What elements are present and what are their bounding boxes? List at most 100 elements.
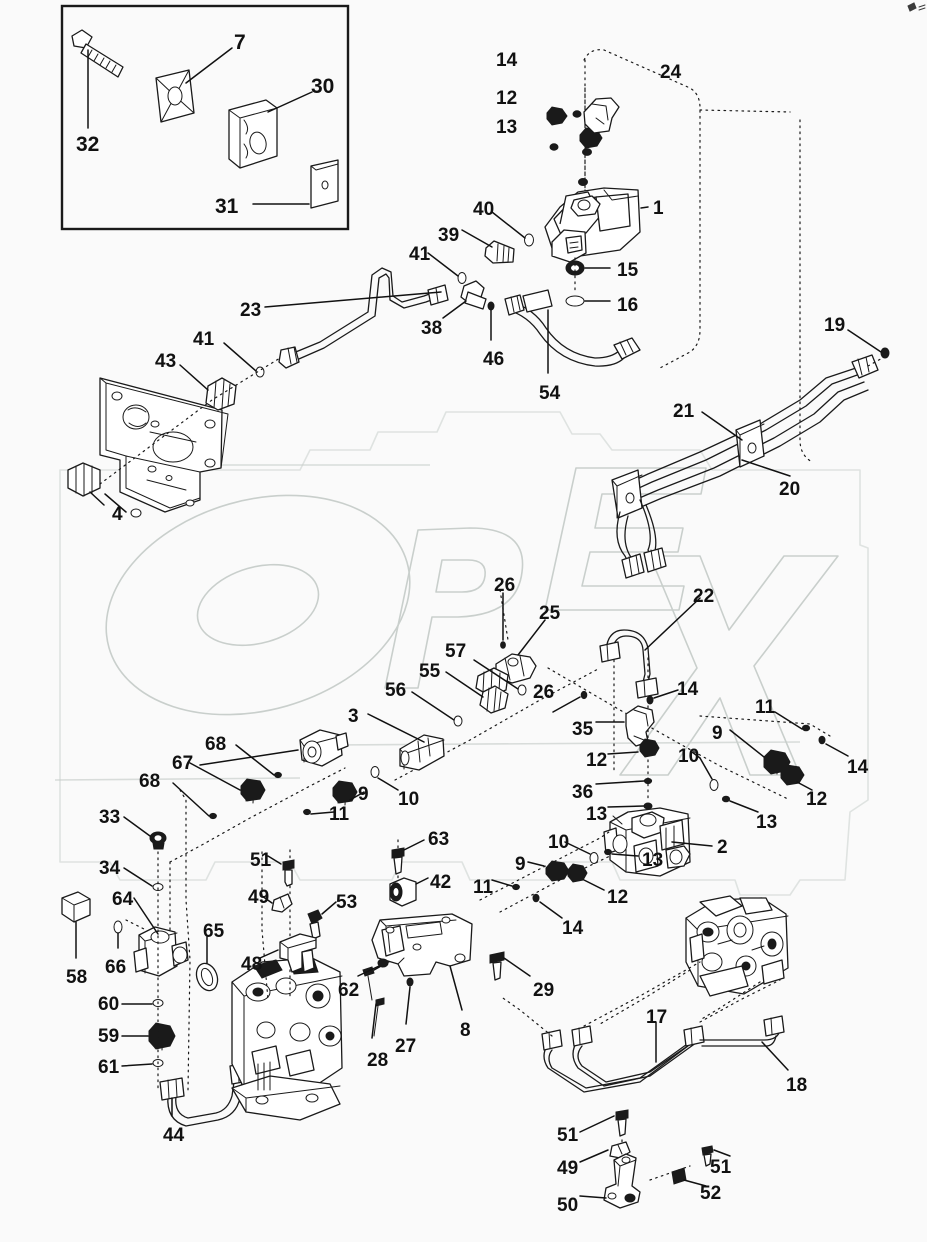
part-24-elbow xyxy=(583,97,620,134)
part-31-flat-plate xyxy=(252,159,339,209)
left-hydraulic-manifold xyxy=(231,957,343,1121)
callout-60: 60 xyxy=(98,994,120,1015)
callout-68: 68 xyxy=(205,734,227,755)
part-22-tube xyxy=(599,597,701,699)
part-65-oring xyxy=(195,936,219,992)
callout-14: 14 xyxy=(677,679,699,700)
callout-30: 30 xyxy=(311,75,335,98)
part-28-screw xyxy=(371,997,385,1039)
callout-13: 13 xyxy=(642,850,664,871)
callout-55: 55 xyxy=(419,661,441,682)
callout-31: 31 xyxy=(215,195,239,218)
callout-61: 61 xyxy=(98,1057,120,1078)
callout-58: 58 xyxy=(66,967,88,988)
assembly-valve-1 xyxy=(264,49,813,463)
callout-17: 17 xyxy=(646,1007,668,1028)
part-51-bolt-bottom-right xyxy=(701,1145,731,1167)
part-30-mounting-block xyxy=(228,91,313,169)
callout-18: 18 xyxy=(786,1075,808,1096)
part-8-bracket-plate xyxy=(371,913,473,1011)
callout-66: 66 xyxy=(105,957,127,978)
assembly-center xyxy=(367,589,849,813)
callout-20: 20 xyxy=(779,479,801,500)
callout-65: 65 xyxy=(203,921,225,942)
part-7-wedge-plate xyxy=(155,47,233,123)
callout-27: 27 xyxy=(395,1036,417,1057)
callout-49: 49 xyxy=(557,1158,579,1179)
assembly-bracket-4 xyxy=(67,342,281,518)
callout-23: 23 xyxy=(240,300,262,321)
assembly-bracket-8 xyxy=(357,839,531,1039)
assembly-tubes-20-21 xyxy=(611,329,890,579)
part-39-fitting xyxy=(461,229,515,264)
callout-40: 40 xyxy=(473,199,495,220)
callout-10: 10 xyxy=(548,832,570,853)
part-9-fitting-left xyxy=(332,780,365,806)
part-16-oring xyxy=(565,295,611,307)
callout-41: 41 xyxy=(409,244,431,265)
corner-mark xyxy=(907,2,926,12)
callout-1: 1 xyxy=(653,198,664,219)
callout-13: 13 xyxy=(586,804,608,825)
detail-inset-box xyxy=(60,4,350,231)
part-4-plug xyxy=(67,462,105,506)
callout-68: 68 xyxy=(139,771,161,792)
callout-64: 64 xyxy=(112,889,134,910)
callout-53: 53 xyxy=(336,892,358,913)
callout-14: 14 xyxy=(496,50,518,71)
part-64-valve xyxy=(133,897,189,977)
callout-63: 63 xyxy=(428,829,450,850)
part-67-damper xyxy=(199,729,349,767)
callout-48: 48 xyxy=(241,954,263,975)
callout-4: 4 xyxy=(112,504,123,525)
callout-50: 50 xyxy=(557,1195,579,1216)
callout-15: 15 xyxy=(617,260,639,281)
part-38-fitting xyxy=(442,280,487,319)
part-48-bracket xyxy=(259,933,317,973)
part-32-bolt xyxy=(71,29,124,129)
callout-42: 42 xyxy=(430,872,452,893)
callout-16: 16 xyxy=(617,295,639,316)
callout-51: 51 xyxy=(250,850,272,871)
callout-56: 56 xyxy=(385,680,407,701)
callout-43: 43 xyxy=(155,351,177,372)
callout-36: 36 xyxy=(572,782,594,803)
callout-21: 21 xyxy=(673,401,695,422)
part-23-tube xyxy=(264,267,449,369)
part-67-fitting xyxy=(189,762,266,804)
callout-8: 8 xyxy=(460,1020,471,1041)
callout-29: 29 xyxy=(533,980,555,1001)
callout-46: 46 xyxy=(483,349,505,370)
callout-13: 13 xyxy=(756,812,778,833)
callout-19: 19 xyxy=(824,315,846,336)
callout-38: 38 xyxy=(421,318,443,339)
part-58-cap xyxy=(61,891,91,959)
callout-26: 26 xyxy=(533,682,555,703)
callout-54: 54 xyxy=(539,383,561,404)
part-20-21-tubes xyxy=(611,354,879,579)
callout-12: 12 xyxy=(607,887,629,908)
part-52-washer xyxy=(671,1167,707,1187)
part-49-clip-left xyxy=(261,893,293,913)
callout-10: 10 xyxy=(398,789,420,810)
right-hydraulic-pump xyxy=(599,895,789,1025)
callout-11: 11 xyxy=(473,877,494,898)
callout-51: 51 xyxy=(557,1125,579,1146)
part-29-screw xyxy=(489,951,531,981)
callout-22: 22 xyxy=(693,586,715,607)
part-15-nut xyxy=(565,260,611,276)
callout-11: 11 xyxy=(329,804,350,825)
callout-9: 9 xyxy=(712,723,723,744)
callout-41: 41 xyxy=(193,329,215,350)
part-51-bolt-left xyxy=(267,855,295,887)
callout-59: 59 xyxy=(98,1026,120,1047)
part-2-valve-block xyxy=(603,807,713,877)
callout-34: 34 xyxy=(99,858,121,879)
callout-13: 13 xyxy=(496,117,518,138)
callout-9: 9 xyxy=(515,854,526,875)
callout-49: 49 xyxy=(248,887,270,908)
callout-33: 33 xyxy=(99,807,121,828)
part-9-fitting-right xyxy=(729,729,791,775)
part-18-tube xyxy=(699,1015,789,1071)
